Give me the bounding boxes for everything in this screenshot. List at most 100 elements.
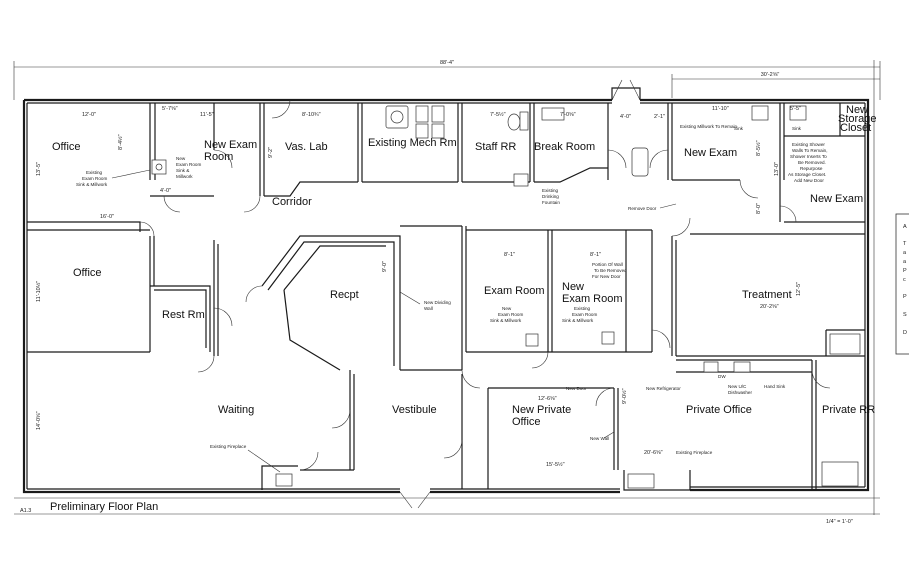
note-exam-sink-1: New <box>502 306 512 311</box>
dim-vas-lab-side: 9'-2" <box>268 147 274 158</box>
note-sink: Sink <box>734 126 744 131</box>
room-exam-room: Exam Room <box>484 285 545 297</box>
note-portion-wall-1: Portion Of Wall <box>592 262 623 267</box>
room-staff-rr: Staff RR <box>475 141 516 153</box>
room-break-room: Break Room <box>534 141 595 153</box>
room-new-exam-room2-line2: Exam Room <box>562 293 623 305</box>
room-vas-lab: Vas. Lab <box>285 141 328 153</box>
note-shower-2: Walls To Remain, <box>792 148 827 153</box>
legend-letter-4: P <box>903 268 907 274</box>
room-new-exam-room-line1: New Exam <box>204 139 257 151</box>
legend-letter-3: a <box>903 259 907 265</box>
dim-private-office-top: 12'-6⅝" <box>538 396 557 402</box>
room-new-exam-room2-line1: New <box>562 281 584 293</box>
dim-treatment-width: 20'-2⅝" <box>760 304 779 310</box>
dim-staff-rr-top: 7'-5½" <box>490 111 506 118</box>
legend-letter-8: D <box>903 330 907 336</box>
note-dishwasher-2: Dishwasher <box>728 390 752 395</box>
legend-letter-0: A <box>903 224 907 230</box>
room-private-office: Private Office <box>686 404 752 416</box>
note-exam-sink2-3: Sink & Millwork <box>562 318 594 323</box>
note-office-existing-3: Sink & Millwork <box>76 182 108 187</box>
title-block: A1.3 Preliminary Floor Plan 1/4" = 1'-0" <box>14 497 880 525</box>
room-recept: Recpt <box>330 289 359 301</box>
dim-new-exam-side: 8'-4½" <box>117 134 124 150</box>
dim-storage-top: 5'-5" <box>790 106 801 112</box>
overall-dimension: 88'-4" <box>440 60 454 66</box>
note-new-exam-sink-4: Millwork <box>176 174 193 179</box>
dim-corridor-gap2: 2'-1" <box>654 114 665 120</box>
room-new-storage-line2: Storage <box>838 113 877 125</box>
legend-letter-1: T <box>903 241 907 247</box>
dim-new-exam-top: 5'-7⅝" <box>162 106 178 112</box>
dim-break-room-top: 7'-0⅝" <box>560 112 576 118</box>
dimension-labels: 12'-0" 13'-5" 16'-0" 5'-7⅝" 11'-5" 8'-4½… <box>35 106 802 468</box>
note-shower-6: As Storage Closet. <box>788 172 826 177</box>
note-exam-sink-3: Sink & Millwork <box>490 318 522 323</box>
note-millwork-remain: Existing Millwork To Remain <box>680 124 738 129</box>
annotation-notes: Existing Exam Room Sink & Millwork New E… <box>76 124 827 473</box>
dim-vas-lab-top: 8'-10¾" <box>302 112 321 118</box>
note-drinking-fountain-3: Fountain <box>542 200 560 205</box>
overall-dimension-lines <box>13 60 881 515</box>
note-drinking-fountain-2: Drinking <box>542 194 559 199</box>
note-dishwasher-1: New U/C <box>728 384 747 389</box>
dim-private-office-bottom: 15'-5½" <box>546 461 565 468</box>
room-labels: Office New Exam Room Vas. Lab Existing M… <box>52 104 877 428</box>
legend-box: A T a a P c P S D <box>895 213 909 355</box>
room-vestibule: Vestibule <box>392 404 437 416</box>
dim-corridor-gap: 4'-0" <box>620 114 631 120</box>
note-shower-4: Be Removed. <box>798 160 826 165</box>
note-new-exam-sink-1: New <box>176 156 186 161</box>
legend-letter-2: a <box>903 250 907 256</box>
room-office2: Office <box>73 267 102 279</box>
room-new-private-office-line1: New Private <box>512 404 571 416</box>
note-exam-sink2-1: Existing <box>574 306 591 311</box>
note-office-existing-1: Existing <box>86 170 103 175</box>
note-shower-1: Existing Shower <box>792 142 825 147</box>
dim-exam-room-top: 8'-1" <box>504 252 515 258</box>
note-existing-fireplace2: Existing Fireplace <box>676 450 713 455</box>
note-new-door: New Door <box>566 386 587 391</box>
dim-waiting-side: 14'-0⅝" <box>36 411 42 430</box>
dim-office2-side: 11'-10½" <box>35 281 42 302</box>
note-dw: DW <box>718 374 726 379</box>
note-new-refrigerator: New Refrigerator <box>646 386 681 391</box>
note-exam-sink2-2: Exam Room <box>572 312 597 317</box>
door-swings <box>139 99 831 471</box>
dim-new-exam-side2: 4'-0" <box>160 188 171 194</box>
dim-office-span: 16'-0" <box>100 214 114 220</box>
room-office: Office <box>52 141 81 153</box>
note-new-exam-sink-2: Exam Room <box>176 162 201 167</box>
note-existing-fireplace: Existing Fireplace <box>210 444 247 449</box>
dim-private-office-side: 9'-0½" <box>621 388 628 404</box>
top-right-dimension: 30'-2⅝" <box>761 72 780 78</box>
note-shower-5: Repurpose <box>800 166 823 171</box>
dim-new-exam-top: 11'-10" <box>712 106 729 112</box>
note-sink2: Sink <box>792 126 802 131</box>
note-portion-wall-2: To Be Removed <box>594 268 627 273</box>
note-exam-sink-2: Exam Room <box>498 312 523 317</box>
sheet-number: A1.3 <box>20 508 31 514</box>
room-corridor: Corridor <box>272 196 312 208</box>
legend-letter-6: P <box>903 294 907 300</box>
room-rest-rm: Rest Rm <box>162 309 205 321</box>
note-drinking-fountain-1: Existing <box>542 188 559 193</box>
room-new-exam-room-line2: Room <box>204 151 233 163</box>
dim-fireplace-width: 20'-6⅝" <box>644 450 663 456</box>
room-new-exam: New Exam <box>684 147 737 159</box>
room-new-private-office-line2: Office <box>512 416 541 428</box>
note-remove-door: Remove Door <box>628 206 657 211</box>
exterior-walls <box>22 79 870 509</box>
dim-new-exam-side: 8'-5½" <box>755 140 762 156</box>
dim-new-exam-room2-top: 8'-1" <box>590 252 601 258</box>
room-new-storage-line3: Closet <box>840 122 871 134</box>
sheet-scale: 1/4" = 1'-0" <box>826 519 853 525</box>
room-waiting: Waiting <box>218 404 254 416</box>
dim-treatment-side: 12'-5" <box>796 282 802 296</box>
dim-new-exam-right-side: 13'-0" <box>774 162 780 176</box>
room-new-storage-line1: New <box>846 104 868 116</box>
legend-letter-5: c <box>903 277 906 283</box>
note-new-exam-sink-3: Sink & <box>176 168 189 173</box>
